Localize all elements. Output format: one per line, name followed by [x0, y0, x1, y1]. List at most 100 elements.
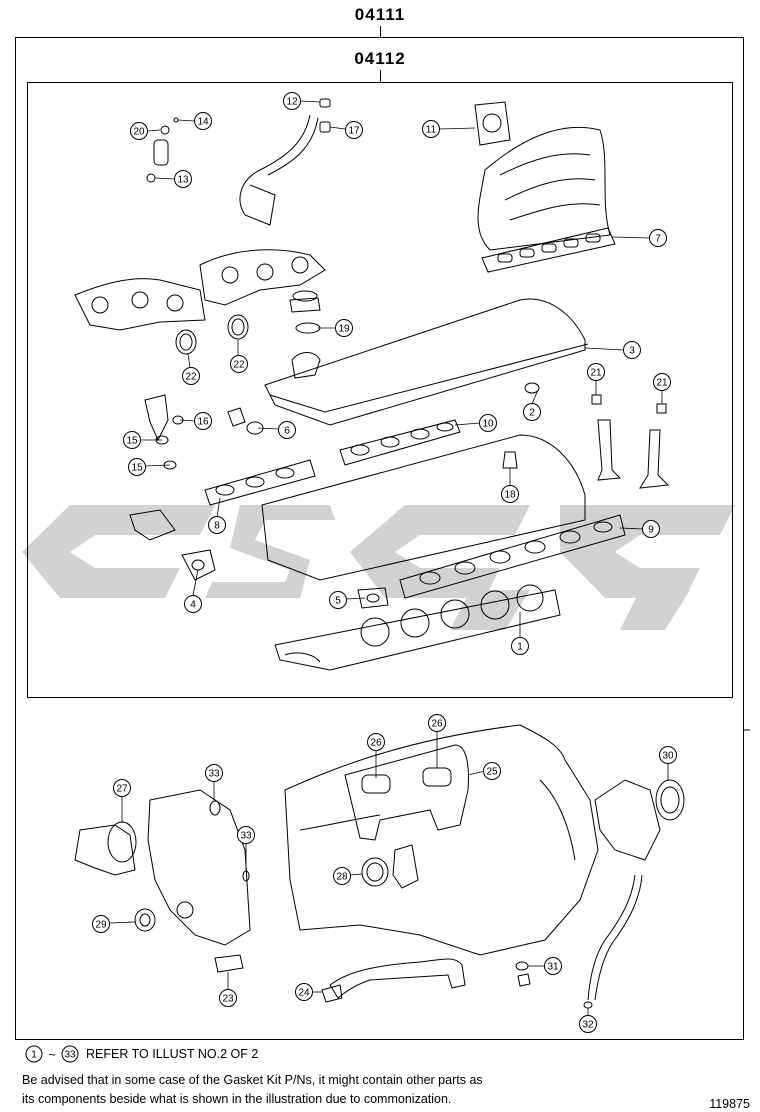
throttle-gasket: [474, 101, 511, 146]
water-pump: [74, 824, 136, 876]
engine-block: [284, 724, 599, 956]
injector: [153, 139, 169, 166]
callout-circle: [208, 516, 226, 534]
callout-circle: [194, 412, 212, 430]
callout-circle: [174, 170, 192, 188]
callout-circle: [345, 121, 363, 139]
callout-circle: [92, 915, 110, 933]
callout-number: 27: [116, 784, 128, 795]
callout-circle: [182, 367, 200, 385]
watermark-logo: [22, 505, 735, 630]
callout-circle: [278, 421, 296, 439]
callout-number: 28: [336, 872, 348, 883]
thermostat: [227, 407, 246, 427]
callout-circle: [523, 403, 541, 421]
callout-number: 33: [208, 769, 220, 780]
callout-number: 16: [197, 417, 209, 428]
ring-19: [295, 322, 321, 334]
callout-number: 23: [222, 994, 234, 1005]
footer-range: 1 ~ 33: [25, 1045, 79, 1063]
inner-part-code: 04112: [354, 49, 405, 68]
callout-circle: [194, 112, 212, 130]
callout-number: 10: [482, 419, 494, 430]
callout-number: 11: [426, 125, 437, 136]
callout-number: 4: [190, 600, 196, 611]
range-start: 1: [31, 1050, 37, 1061]
callout-number: 8: [214, 521, 220, 532]
gasket-4: [181, 549, 216, 581]
callout-circle: [205, 764, 223, 782]
range-end-circle: [61, 1045, 79, 1063]
callout-number: 7: [655, 234, 661, 245]
callout-circle: [130, 122, 148, 140]
callout-circle: [483, 762, 501, 780]
callout-circle: [653, 373, 671, 391]
valve-a: [597, 419, 622, 481]
pcv-hose: [239, 114, 311, 226]
gasket-23: [214, 954, 244, 973]
callout-circle: [367, 733, 385, 751]
callout-circle: [623, 341, 641, 359]
callout-number: 15: [126, 436, 138, 447]
gasket-9: [399, 514, 626, 599]
callout-number: 20: [133, 127, 145, 138]
callout-number: 30: [662, 751, 674, 762]
callout-number: 19: [338, 324, 350, 335]
callout-number: 32: [582, 1020, 594, 1031]
callout-number: 21: [590, 368, 602, 379]
outer-part-code: 04111: [355, 5, 405, 24]
intake-manifold: [477, 126, 611, 251]
callout-number: 6: [284, 426, 290, 437]
callout-number: 31: [547, 962, 559, 973]
part-drawings: [74, 98, 685, 1009]
timing-cover: [147, 789, 251, 946]
advisory-line-2: its components beside what is shown in t…: [22, 1092, 452, 1106]
callout-number: 33: [240, 831, 252, 842]
callout-number: 12: [286, 97, 298, 108]
ring-28: [361, 857, 389, 887]
gasket-25: [344, 744, 469, 841]
callout-circle: [479, 414, 497, 432]
callout-number: 18: [504, 490, 516, 501]
plug-seal: [524, 382, 540, 394]
callout-circle: [544, 957, 562, 975]
intake-gasket: [481, 227, 616, 273]
seal-retainer: [594, 779, 661, 861]
callout-circle: [219, 989, 237, 1007]
part-31: [515, 961, 529, 971]
illustration-number: 119875: [709, 1097, 750, 1111]
callout-number: 17: [348, 126, 360, 137]
advisory-line-1: Be advised that in some case of the Gask…: [22, 1073, 483, 1087]
callout-number: 22: [185, 372, 197, 383]
frame-outer: [15, 26, 750, 1040]
refer-note: REFER TO ILLUST NO.2 OF 2: [86, 1047, 259, 1061]
callout-number: 13: [177, 175, 189, 186]
callout-number: 2: [529, 408, 535, 419]
callout-number: 9: [648, 525, 654, 536]
seal-30: [655, 779, 685, 821]
callout-circle: [659, 746, 677, 764]
oring-33a: [209, 800, 221, 816]
callout-number: 29: [95, 920, 107, 931]
callout-number: 15: [131, 463, 143, 474]
callout-circle: [335, 319, 353, 337]
range-end: 33: [64, 1050, 76, 1061]
callout-circle: [123, 431, 141, 449]
plug-18: [502, 451, 518, 469]
head-gasket: [274, 589, 561, 671]
water-outlet: [144, 394, 169, 442]
callout-circle: [579, 1015, 597, 1033]
gasket-5: [357, 587, 389, 609]
oil-tube-24: [329, 958, 466, 999]
callout-circle: [295, 983, 313, 1001]
callout-circle: [283, 92, 301, 110]
seal-29: [134, 908, 156, 932]
dipstick-tube: [587, 874, 636, 1001]
exhaust-gasket-10: [339, 419, 461, 466]
callout-number: 5: [335, 596, 341, 607]
leader-lines: [109, 100, 669, 1016]
callout-circle: [184, 595, 202, 613]
exhaust-manifold-right: [199, 249, 326, 306]
